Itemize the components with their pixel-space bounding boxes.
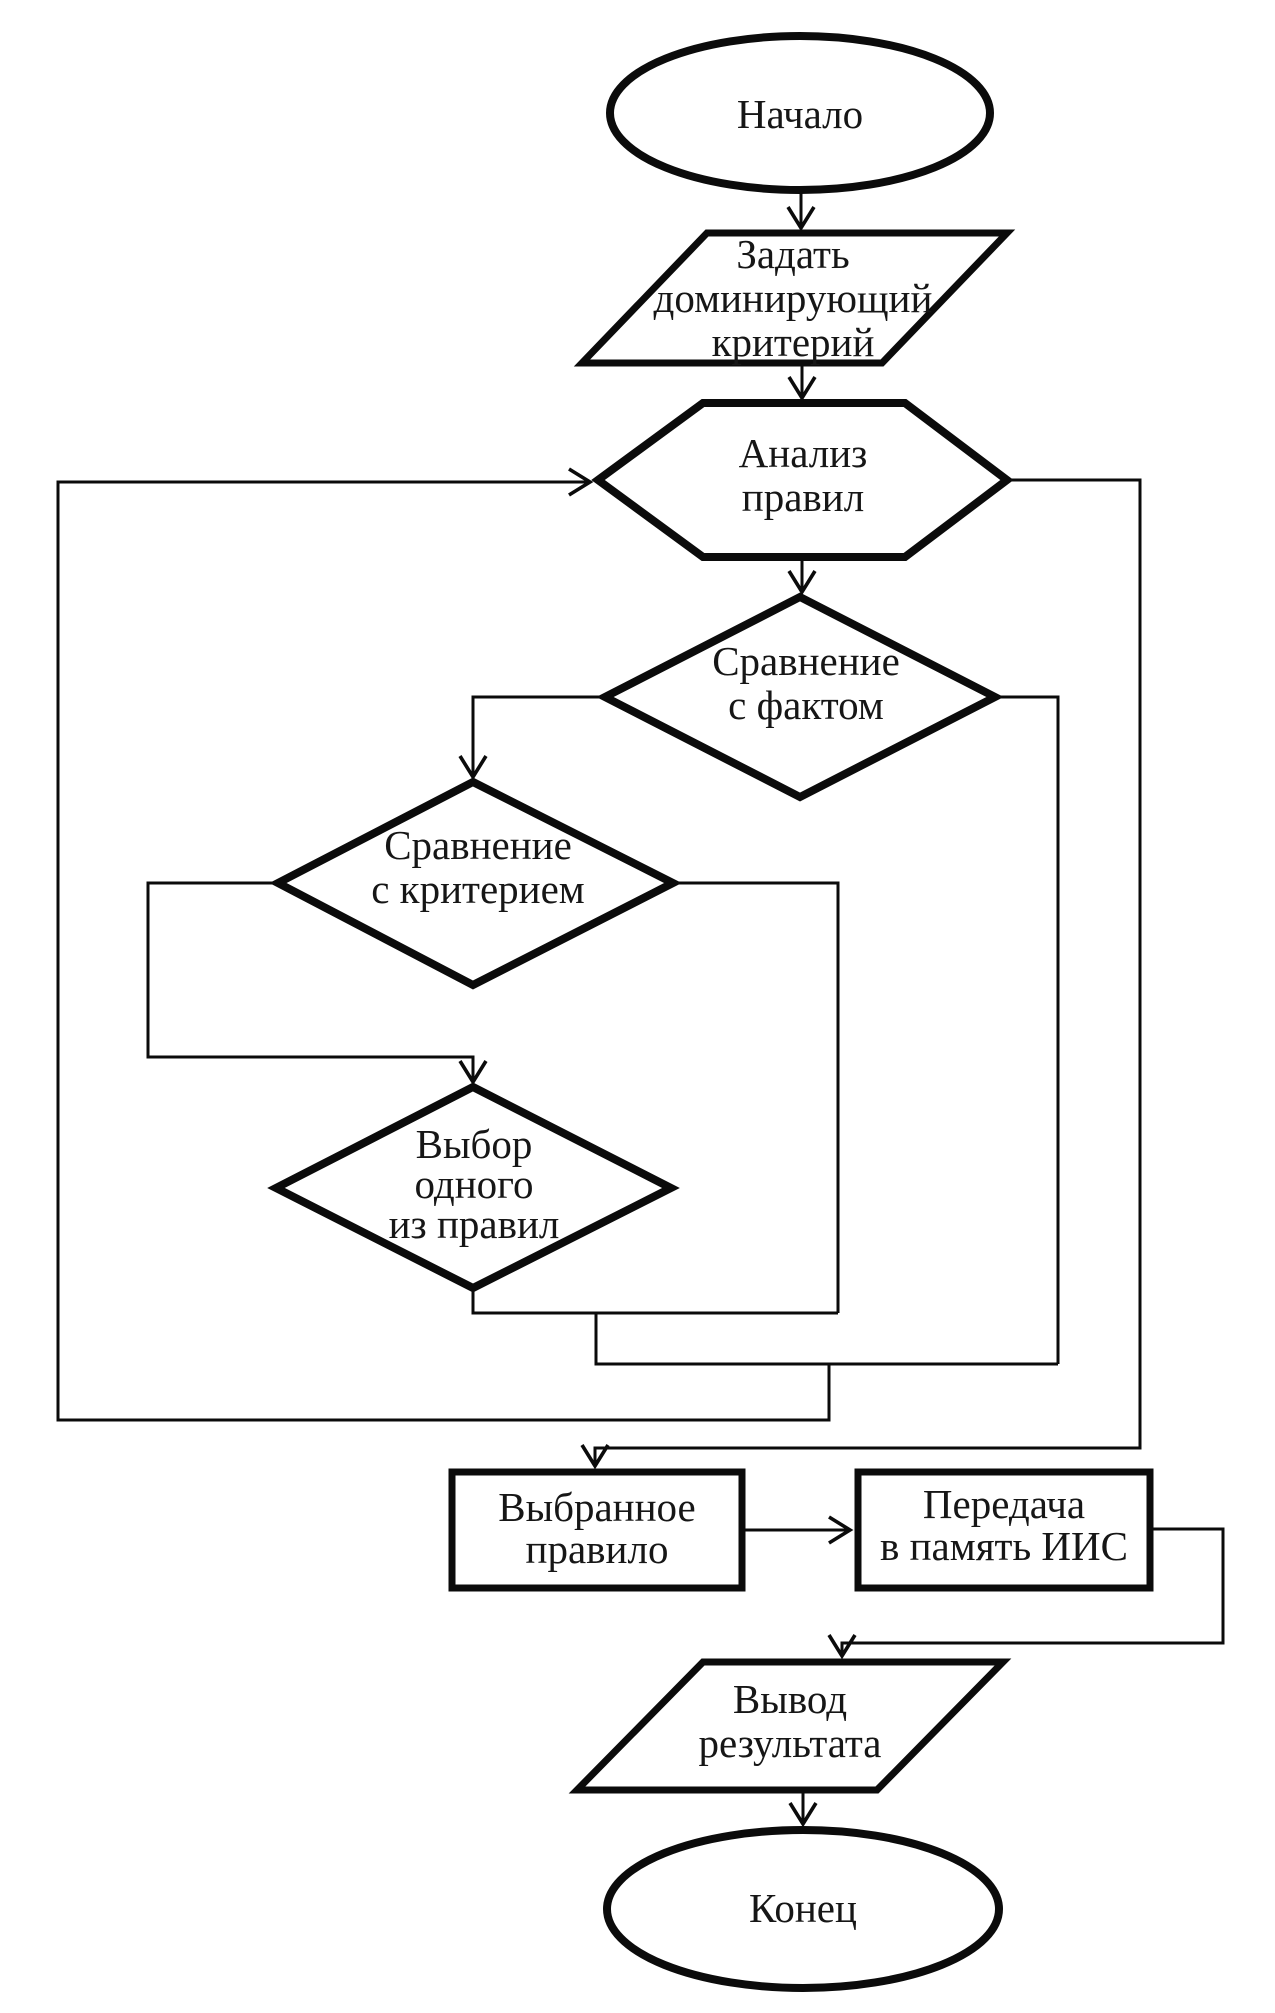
edge-compare-criterion-right-merge <box>673 881 840 1313</box>
node-compare-criterion-line2: с критерием <box>371 866 585 912</box>
edge-compare-fact-to-compare-criterion <box>458 695 605 781</box>
node-choose-rule-line3: из правил <box>389 1201 560 1247</box>
node-choose-rule-shape <box>267 1082 680 1293</box>
edge-choose-rule-bottom-merge <box>471 1288 838 1315</box>
edge-analyze-rules-to-selected-rule <box>580 478 1142 1470</box>
node-end-shape <box>603 1826 1003 1992</box>
node-output-result-shape <box>568 1658 1012 1794</box>
node-end-label: Конец <box>749 1885 857 1931</box>
node-compare-criterion-shape <box>269 777 682 990</box>
node-compare-criterion-line1: Сравнение <box>384 822 572 868</box>
edge-compare-fact-right-merge <box>995 695 1060 1364</box>
edge-store-memory-to-output-result <box>827 1527 1225 1660</box>
node-start-label: Начало <box>737 91 863 137</box>
node-analyze-rules-line1: Анализ <box>739 430 868 476</box>
nodes-layer: Начало Задать доминирующий критерий Анал… <box>267 32 1154 1992</box>
node-set-criterion-line3: критерий <box>712 319 875 365</box>
node-selected-rule-shape <box>448 1468 746 1592</box>
node-compare-fact-shape <box>596 592 1004 802</box>
node-store-memory-line2: в память ИИС <box>880 1523 1128 1569</box>
node-start-shape <box>606 32 994 194</box>
node-output-result-line1: Вывод <box>733 1676 847 1722</box>
node-selected-rule-line1: Выбранное <box>498 1484 696 1530</box>
node-compare-fact-line1: Сравнение <box>712 638 900 684</box>
edge-compare-criterion-to-choose-rule <box>146 881 488 1086</box>
edges-layer <box>56 190 1225 1828</box>
node-choose-rule-line1: Выбор <box>416 1121 533 1167</box>
node-choose-rule-line2: одного <box>415 1161 534 1207</box>
node-analyze-rules-shape <box>591 399 1014 561</box>
node-store-memory-line1: Передача <box>923 1481 1085 1527</box>
node-set-criterion-shape <box>573 229 1016 367</box>
node-compare-fact-line2: с фактом <box>728 682 884 728</box>
node-output-result-line2: результата <box>699 1720 882 1766</box>
node-analyze-rules-line2: правил <box>742 474 864 520</box>
node-selected-rule-line2: правило <box>526 1526 669 1572</box>
edge-loop-back-to-analyze-rules <box>56 467 831 1422</box>
edge-merge-link <box>594 1313 1058 1366</box>
node-set-criterion-line1: Задать <box>736 231 849 277</box>
node-set-criterion-line2: доминирующий <box>654 275 933 321</box>
node-store-memory-shape <box>854 1468 1154 1592</box>
